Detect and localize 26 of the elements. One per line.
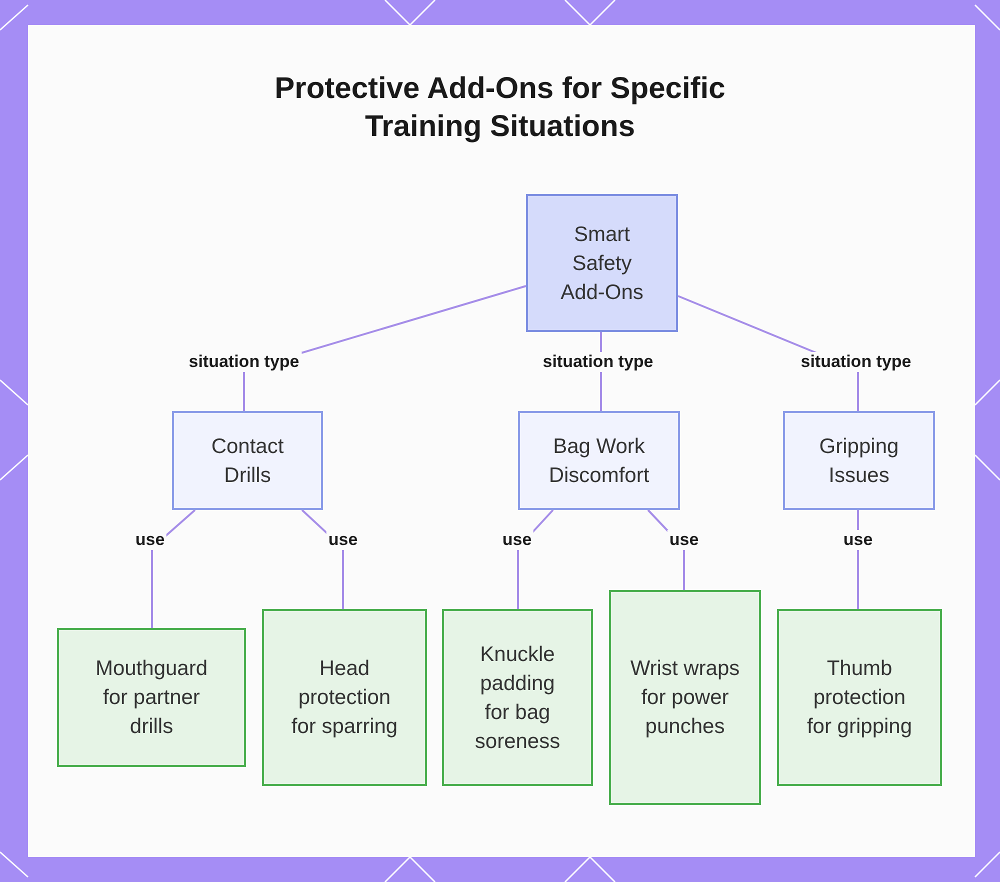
edge-label: use bbox=[326, 530, 360, 550]
node-label: Bag Work Discomfort bbox=[548, 434, 650, 488]
category-box bbox=[518, 411, 680, 510]
node-label: Mouthguard for partner drills bbox=[94, 656, 209, 740]
item-box bbox=[262, 609, 427, 786]
edge-label: situation type bbox=[186, 352, 302, 372]
node-label: Thumb protection for gripping bbox=[806, 656, 914, 740]
node-label: Gripping Issues bbox=[818, 434, 900, 488]
edge-label: use bbox=[841, 530, 875, 550]
edge-label: situation type bbox=[798, 352, 914, 372]
root-box bbox=[526, 194, 678, 332]
node-label: Knuckle padding for bag soreness bbox=[474, 642, 562, 754]
edge-label: use bbox=[667, 530, 701, 550]
category-box bbox=[783, 411, 935, 510]
node-label: Head protection for sparring bbox=[290, 656, 399, 740]
item-box bbox=[777, 609, 942, 786]
edge-label: use bbox=[500, 530, 534, 550]
item-box bbox=[442, 609, 593, 786]
node-label: Contact Drills bbox=[210, 434, 285, 488]
node-label: Wrist wraps for power punches bbox=[630, 656, 740, 740]
node-label: Smart Safety Add-Ons bbox=[560, 222, 644, 306]
item-box bbox=[57, 628, 246, 767]
item-box bbox=[609, 590, 761, 805]
category-box bbox=[172, 411, 323, 510]
edge-label: situation type bbox=[540, 352, 656, 372]
diagram-title: Protective Add-Ons for Specific Training Situations bbox=[274, 71, 726, 145]
